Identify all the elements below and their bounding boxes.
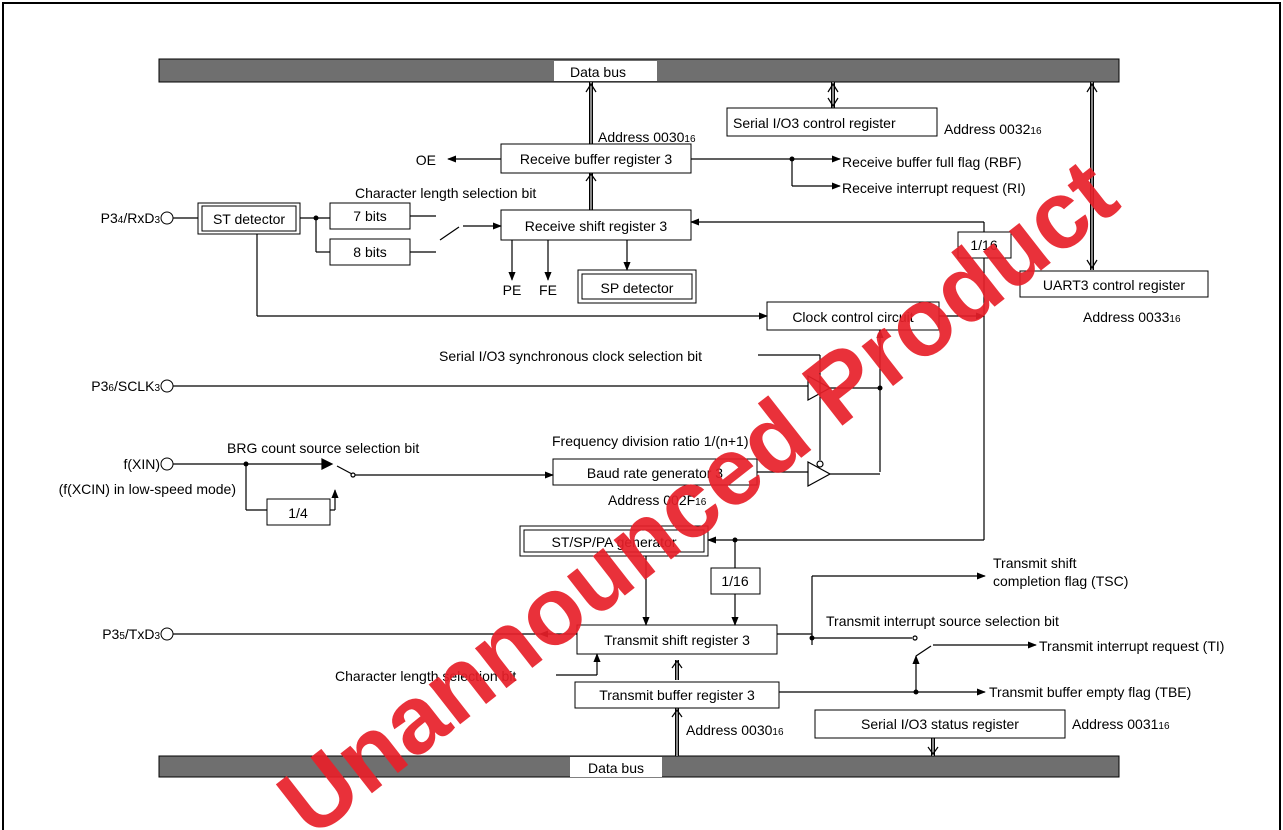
rx-buffer-address: Address 003016 bbox=[598, 129, 696, 145]
wiring bbox=[173, 155, 1037, 696]
serial-ctrl-register: Serial I/O3 control register bbox=[733, 115, 896, 131]
status-register-box bbox=[814, 709, 1066, 739]
eight-bits-box bbox=[329, 238, 411, 266]
tx-shift-register: Transmit shift register 3 bbox=[604, 632, 750, 648]
fxin-label: f(XIN) bbox=[123, 456, 160, 472]
sp-detector: SP detector bbox=[601, 280, 674, 296]
txd-pin-label: P35/TxD3 bbox=[102, 626, 160, 642]
st-detector: ST detector bbox=[213, 211, 285, 227]
low-speed-note: (f(XCIN) in low-speed mode) bbox=[59, 481, 236, 497]
tx-buffer-address: Address 003016 bbox=[686, 722, 784, 738]
sync-clk-sel-bit: Serial I/O3 synchronous clock selection … bbox=[439, 348, 702, 364]
st-sp-pa-inner bbox=[523, 529, 705, 553]
uart-ctrl-register: UART3 control register bbox=[1043, 277, 1185, 293]
div4: 1/4 bbox=[288, 505, 308, 521]
char-len-bit-bottom: Character length selection bit bbox=[335, 668, 516, 684]
tsc-label-line2: completion flag (TSC) bbox=[993, 573, 1128, 589]
rxd-pin-circle bbox=[160, 211, 174, 225]
serial-ctrl-register-box bbox=[726, 107, 938, 137]
bottom-bus-label: Data bus bbox=[588, 760, 644, 776]
rbf-label: Receive buffer full flag (RBF) bbox=[842, 154, 1021, 170]
rx-buffer-register: Receive buffer register 3 bbox=[520, 151, 672, 167]
sp-detector-inner bbox=[581, 273, 693, 300]
bottom-bus-label-bg bbox=[570, 757, 662, 777]
eight-bits: 8 bits bbox=[353, 244, 386, 260]
uart-ctrl-box bbox=[1019, 270, 1209, 298]
freq-division-ratio: Frequency division ratio 1/(n+1) bbox=[552, 433, 749, 449]
fxin-pin-circle bbox=[160, 457, 174, 471]
rx-shift-box bbox=[500, 209, 692, 241]
tx-buffer-box bbox=[574, 681, 780, 709]
ri-label: Receive interrupt request (RI) bbox=[842, 180, 1026, 196]
txd-pin-circle bbox=[160, 627, 174, 641]
junction-dots bbox=[243, 156, 919, 695]
rx-shift-register: Receive shift register 3 bbox=[525, 218, 668, 234]
baud-address: Address 002F16 bbox=[608, 492, 707, 508]
tbe-label: Transmit buffer empty flag (TBE) bbox=[989, 684, 1191, 700]
top-bus-label-bg bbox=[554, 61, 657, 81]
bus-arrowheads bbox=[585, 82, 1098, 756]
clock-ctrl-circuit: Clock control circuit bbox=[792, 309, 913, 325]
char-len-bit-top: Character length selection bit bbox=[355, 185, 536, 201]
st-detector-inner bbox=[201, 205, 297, 232]
div4-box bbox=[266, 498, 331, 526]
status-address: Address 003116 bbox=[1072, 716, 1170, 732]
oe-label: OE bbox=[416, 152, 436, 168]
sclk-pin-label: P36/SCLK3 bbox=[91, 378, 160, 394]
div16-top: 1/16 bbox=[970, 237, 997, 253]
tx-shift-box bbox=[576, 624, 778, 655]
fe-label: FE bbox=[539, 282, 557, 298]
clock-ctrl-box bbox=[766, 301, 940, 331]
baud-rate-generator: Baud rate generator 3 bbox=[587, 465, 723, 481]
seven-bits: 7 bits bbox=[353, 208, 386, 224]
ti-label: Transmit interrupt request (TI) bbox=[1039, 638, 1224, 654]
serial-ctrl-address: Address 003216 bbox=[944, 121, 1042, 137]
div16-mid: 1/16 bbox=[721, 573, 748, 589]
status-register: Serial I/O3 status register bbox=[861, 716, 1019, 732]
sclk-pin-circle bbox=[160, 379, 174, 393]
tx-buffer-register: Transmit buffer register 3 bbox=[599, 687, 755, 703]
pe-label: PE bbox=[503, 282, 522, 298]
brg-src-sel-bit: BRG count source selection bit bbox=[227, 440, 419, 456]
rxd-pin-label: P34/RxD3 bbox=[101, 210, 161, 226]
seven-bits-box bbox=[329, 202, 411, 230]
top-bus-label: Data bus bbox=[570, 64, 626, 80]
uart-ctrl-address: Address 003316 bbox=[1083, 309, 1181, 325]
baud-gen-box bbox=[552, 458, 758, 486]
ti-src-sel-bit: Transmit interrupt source selection bit bbox=[826, 613, 1059, 629]
st-sp-pa-generator: ST/SP/PA generator bbox=[551, 534, 676, 550]
tsc-label-line1: Transmit shift bbox=[993, 555, 1077, 571]
